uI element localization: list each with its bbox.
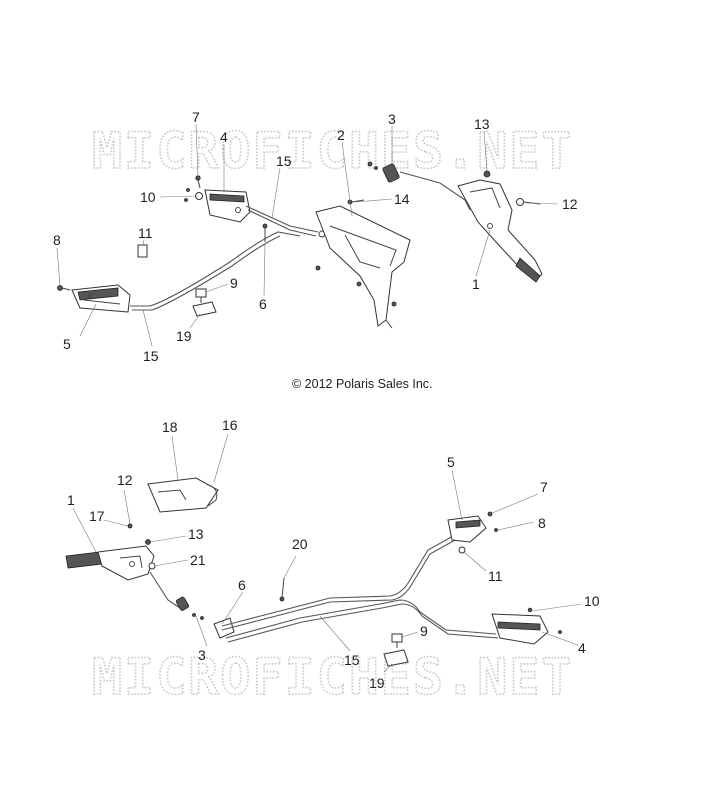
part-1-handbrake-lever-bottom [65,545,155,581]
part-16-wire [205,483,218,507]
callout-top-13: 13 [474,116,490,132]
callout-bottom-3: 3 [198,647,206,663]
callout-bottom-4: 4 [578,640,586,656]
part-19-clip-bottom [383,649,409,667]
callout-top-19: 19 [176,328,192,344]
part-5-bracket-top [71,284,131,313]
handbrake-cable-top [399,171,471,211]
callout-top-8: 8 [53,232,61,248]
callout-bottom-17: 17 [89,508,105,524]
part-6-pin-top [262,223,268,242]
callout-top-10: 10 [140,189,156,205]
callout-bottom-9: 9 [420,623,428,639]
copyright-text: © 2012 Polaris Sales Inc. [292,377,433,391]
part-2-mount-bracket [315,205,411,329]
watermark-bottom: MICROFICHES.NET [92,648,574,706]
top-assembly [57,161,543,329]
part-1-handbrake-lever-top [457,179,543,283]
part-15-cable-upper-top [245,205,319,233]
part-13-nut-bottom [145,539,151,545]
callout-top-4: 4 [220,129,228,145]
part-19-clip-top [192,301,217,317]
part-3-cable-clip-top [367,161,400,183]
callout-bottom-10: 10 [584,593,600,609]
callout-bottom-6: 6 [238,577,246,593]
callout-bottom-8: 8 [538,515,546,531]
part-9-bolt-bottom [391,633,403,648]
part-15-cable-lower-top [130,231,301,307]
part-5-bracket-bottom [447,515,487,543]
part-17-fastener-bottom [127,523,133,529]
part-8-screw-bottom [494,528,498,532]
part-20-bolt [279,577,285,602]
part-8-screw-top [57,285,71,291]
callout-top-1: 1 [472,276,480,292]
callout-bottom-19: 19 [369,675,385,691]
part-9-bolt-top [195,288,207,303]
bottom-callouts: 18 16 5 7 12 1 17 13 21 8 20 11 6 10 9 3… [67,417,600,691]
callout-bottom-18: 18 [162,419,178,435]
callout-bottom-12: 12 [117,472,133,488]
callout-top-5: 5 [63,336,71,352]
top-callouts: 7 4 3 13 2 15 10 14 12 8 11 9 6 1 5 19 1… [53,109,578,364]
callout-top-11: 11 [138,225,153,241]
handbrake-cable-bottom [149,571,181,609]
callout-bottom-5: 5 [447,454,455,470]
part-12-bolt-top [516,198,541,206]
bottom-leaders [72,433,583,673]
part-15-cable-b-bottom [225,599,497,639]
callout-top-6: 6 [259,296,267,312]
part-4-equalizer-bottom [491,613,549,645]
part-7-fastener-top [195,175,201,189]
callout-top-12: 12 [562,196,578,212]
part-10-nut-bottom [527,607,533,613]
part-7-fastener-bottom [487,511,493,517]
part-18-cover [147,477,219,513]
callout-bottom-21: 21 [190,552,206,568]
callout-top-14: 14 [394,191,410,207]
top-leaders [56,123,559,347]
callout-bottom-15: 15 [344,652,360,668]
callout-bottom-1: 1 [67,492,75,508]
callout-top-7: 7 [192,109,200,125]
watermark-top: MICROFICHES.NET [92,122,574,180]
bottom-assembly [65,477,562,667]
part-11-bushing-bottom [458,546,466,554]
callout-top-3: 3 [388,111,396,127]
callout-top-2: 2 [337,127,345,143]
part-13-nut-top [483,170,491,178]
part-3-cable-clip-bottom [175,596,189,611]
part-15-cable-a-bottom [221,531,461,627]
callout-bottom-7: 7 [540,479,548,495]
callout-top-15: 15 [276,153,292,169]
callout-top-15b: 15 [143,348,159,364]
callout-bottom-13: 13 [188,526,204,542]
callout-bottom-20: 20 [292,536,308,552]
part-10-nut-top [184,188,203,202]
part-4-equalizer-top [204,189,251,223]
callout-bottom-16: 16 [222,417,238,433]
callout-top-9: 9 [230,275,238,291]
part-11-bushing-top [137,244,148,258]
callout-bottom-11: 11 [488,568,503,584]
